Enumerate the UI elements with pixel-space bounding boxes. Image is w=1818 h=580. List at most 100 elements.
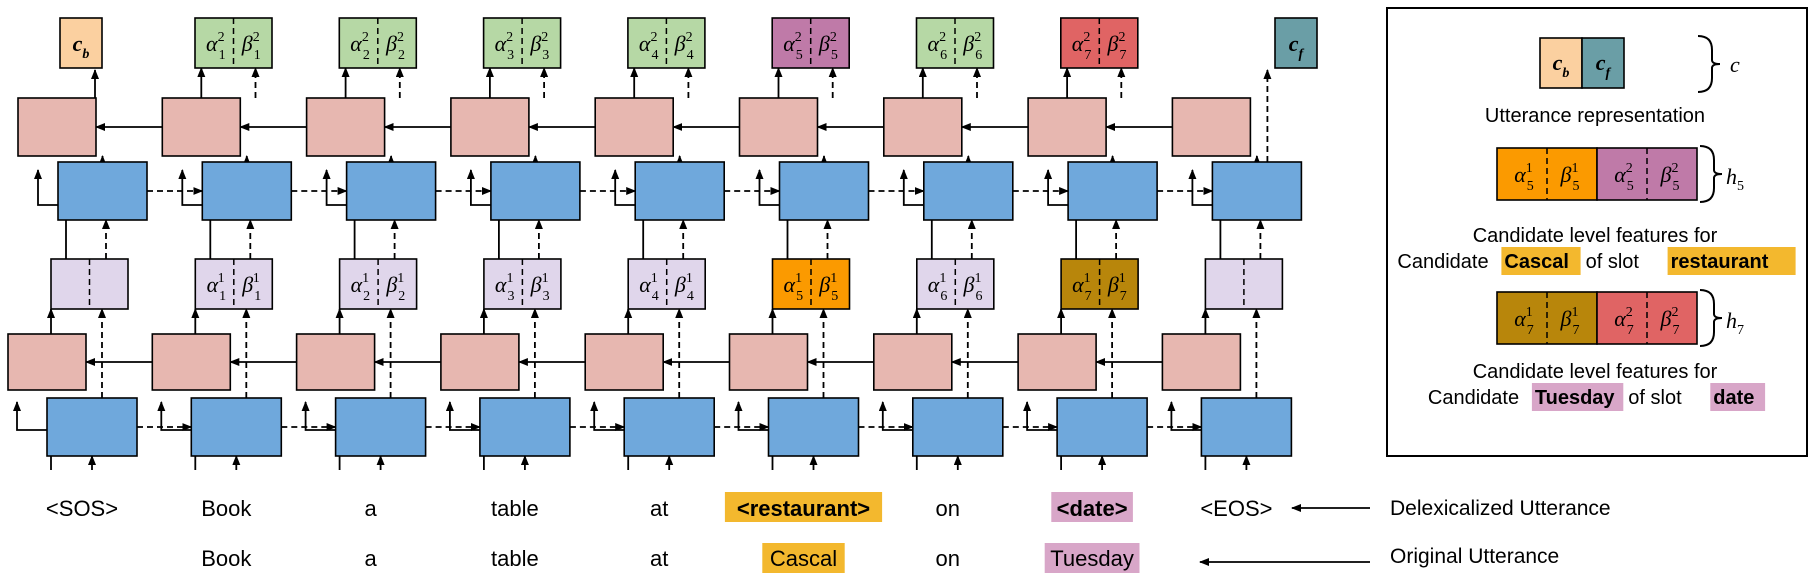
alpha-superscript: 2 <box>1626 305 1633 320</box>
beta-label: β31 <box>530 271 550 304</box>
legend-cand1-line1: Candidate level features for <box>1473 225 1718 247</box>
delex-token: a <box>364 496 377 521</box>
beta-subscript: 5 <box>1672 179 1679 194</box>
beta-symbol: β <box>1107 31 1119 56</box>
alpha-symbol: α <box>639 31 651 56</box>
legend-highlight <box>1501 247 1581 275</box>
lstm-backward-cell-l1 <box>584 333 665 391</box>
alpha-symbol: α <box>928 272 940 297</box>
delex-highlight <box>1051 492 1133 522</box>
lstm-forward-cell-l2 <box>634 161 726 221</box>
beta-label: β71 <box>1560 305 1580 338</box>
legend-c-label: c <box>1730 52 1740 77</box>
beta-symbol: β <box>529 31 541 56</box>
beta-superscript: 1 <box>1571 305 1578 320</box>
beta-superscript: 1 <box>253 271 260 286</box>
alpha-label: α61 <box>928 271 948 304</box>
beta-superscript: 2 <box>1118 30 1125 45</box>
alpha-label: α71 <box>1072 271 1092 304</box>
legend-candidate-word: Cascal <box>1504 251 1569 273</box>
lstm-backward-cell-l1 <box>7 333 87 391</box>
connection-arrows <box>13 67 1370 566</box>
legend-candidate-word: Tuesday <box>1535 387 1616 409</box>
orig-highlight <box>762 543 845 573</box>
alpha-superscript: 2 <box>362 30 369 45</box>
beta-superscript: 2 <box>1671 161 1678 176</box>
legend-cb-box <box>1539 37 1583 89</box>
lstm-backward-cell-l1 <box>1017 333 1097 391</box>
alpha-symbol: α <box>783 31 795 56</box>
input-solid-arrow <box>157 401 197 470</box>
alpha-subscript: 6 <box>940 289 947 304</box>
orig-token: Tuesday <box>1050 546 1134 571</box>
beta-superscript: 2 <box>1671 305 1678 320</box>
alpha-subscript: 5 <box>796 289 803 304</box>
beta-label: β41 <box>674 271 694 304</box>
legend-cb-subscript: b <box>1562 66 1569 81</box>
beta-label: β22 <box>385 30 405 63</box>
beta-label: β32 <box>529 30 549 63</box>
beta-subscript: 6 <box>975 289 982 304</box>
legend-brace <box>1699 145 1723 203</box>
alpha-subscript: 7 <box>1084 48 1091 63</box>
input-solid-arrow <box>301 401 341 470</box>
legend-utterance-representation: Utterance representation <box>1485 105 1705 127</box>
mid-solid-arrow <box>34 169 67 259</box>
alpha-label: α22 <box>350 30 370 63</box>
beta-subscript: 5 <box>831 289 838 304</box>
alpha-subscript: 5 <box>1527 179 1534 194</box>
alpha-label: α31 <box>495 271 515 304</box>
lstm-backward-cell-l2 <box>738 97 819 157</box>
input-solid-arrow <box>590 401 630 470</box>
lstm-backward-cell-l1 <box>440 333 520 391</box>
beta-symbol: β <box>818 31 830 56</box>
beta-label: β62 <box>962 30 982 63</box>
beta-symbol: β <box>1560 162 1572 187</box>
alpha-superscript: 2 <box>1626 161 1633 176</box>
alpha-subscript: 5 <box>796 48 803 63</box>
alpha-symbol: α <box>1614 306 1626 331</box>
beta-superscript: 1 <box>542 271 549 286</box>
alpha-symbol: α <box>495 31 507 56</box>
alpha-symbol: α <box>1514 306 1526 331</box>
legend-highlight <box>1667 247 1796 275</box>
orig-token: Book <box>201 546 252 571</box>
alpha-superscript: 1 <box>362 271 369 286</box>
beta-superscript: 2 <box>397 30 404 45</box>
beta-subscript: 2 <box>398 289 405 304</box>
lstm-backward-cell-l2 <box>17 97 97 157</box>
legend-candidate-word: date <box>1713 387 1754 409</box>
beta-symbol: β <box>385 31 397 56</box>
lstm-forward-cell-l2 <box>778 161 870 221</box>
lstm-forward-cell-l1 <box>767 397 860 457</box>
legend-cf-symbol: c <box>1596 50 1606 75</box>
alpha-superscript: 1 <box>506 271 513 286</box>
alpha-symbol: α <box>1072 31 1084 56</box>
delex-token: on <box>936 496 960 521</box>
delex-token: <date> <box>1057 496 1128 521</box>
alpha-subscript: 1 <box>219 48 226 63</box>
input-solid-arrow <box>1167 401 1207 470</box>
mid-solid-arrow <box>899 169 933 259</box>
beta-subscript: 3 <box>543 289 550 304</box>
cb-subscript: b <box>82 47 89 62</box>
alpha-symbol: α <box>495 272 507 297</box>
lstm-backward-cell-l1 <box>295 333 376 391</box>
input-solid-arrow <box>734 401 774 470</box>
delex-token: <restaurant> <box>737 496 870 521</box>
alpha-symbol: α <box>1614 162 1626 187</box>
alpha-subscript: 5 <box>1627 179 1634 194</box>
lstm-backward-cell-l2 <box>882 97 963 157</box>
alpha-symbol: α <box>206 31 218 56</box>
beta-subscript: 7 <box>1119 48 1126 63</box>
